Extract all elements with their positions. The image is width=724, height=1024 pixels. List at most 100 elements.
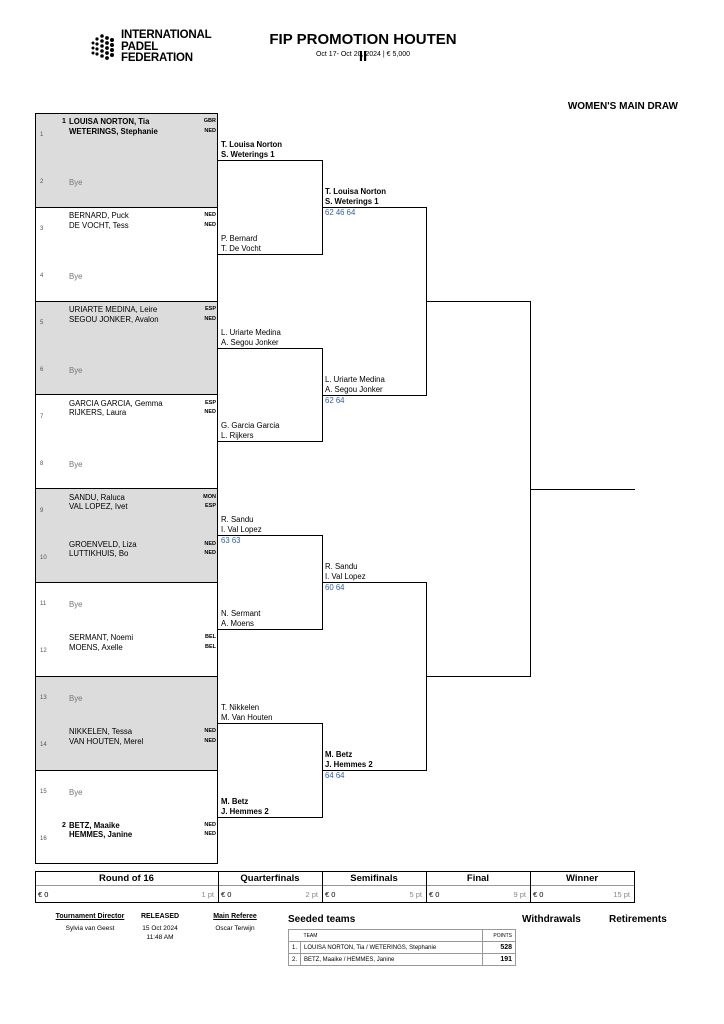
winner-name: I. Val Lopez <box>325 571 366 581</box>
player-name: DE VOCHT, Tess <box>69 220 129 230</box>
released-label: RELEASED <box>140 913 180 920</box>
draw-position: 13 <box>40 695 47 702</box>
nationality: NED <box>204 221 216 228</box>
player-name: BERNARD, Puck <box>69 211 129 221</box>
round-title: Round of 16 <box>99 873 154 884</box>
director-label: Tournament Director <box>55 913 125 920</box>
tournament-title: FIP PROMOTION HOUTEN II <box>269 31 457 65</box>
draw-position: 3 <box>40 226 44 233</box>
round-points: 1 pt <box>201 890 214 899</box>
winner-name: N. Sermant <box>221 609 261 618</box>
nationality: NED <box>204 737 216 744</box>
rounds-col-border <box>426 871 427 903</box>
winner-name: R. Sandu <box>221 515 254 524</box>
logo-mark-icon <box>91 34 114 60</box>
player-name: BETZ, Maaike <box>69 820 120 830</box>
nationality: NED <box>204 550 216 557</box>
bracket-line <box>218 441 322 442</box>
bracket-line <box>218 348 322 349</box>
match-score: 64 64 <box>325 771 345 780</box>
winner-name: G. Garcia Garcia <box>221 421 280 430</box>
winner-name: T. Louisa Norton <box>325 187 387 196</box>
nationality: NED <box>204 821 216 828</box>
winner-name: J. Hemmes 2 <box>221 806 269 816</box>
bracket-line <box>322 395 426 396</box>
draw-position: 8 <box>40 460 44 467</box>
round-title: Semifinals <box>350 873 398 884</box>
draw-position: 2 <box>40 179 44 186</box>
player-name: LOUISA NORTON, Tia <box>69 117 150 127</box>
round-prize: € 0 <box>325 890 336 899</box>
bracket-line <box>218 723 322 724</box>
winner-name: A. Segou Jonker <box>221 337 279 347</box>
winner-name: A. Segou Jonker <box>325 384 383 394</box>
seeded-team: BETZ, Maaike / HEMMES, Janine <box>300 953 483 966</box>
player-name: SEGOU JONKER, Avalon <box>69 314 159 324</box>
winner-name: T. Louisa Norton <box>221 140 283 149</box>
bracket-line <box>218 160 322 161</box>
player-name: GARCIA GARCIA, Gemma <box>69 398 163 408</box>
player-name: LUTTIKHUIS, Bo <box>69 549 129 559</box>
match-box <box>35 300 218 396</box>
withdrawals-heading: Withdrawals <box>522 914 581 925</box>
tournament-subtitle: Oct 17- Oct 20, 2024 | € 5,000 <box>315 51 411 58</box>
match-box <box>35 675 218 771</box>
seed-number: 2 <box>62 821 66 829</box>
draw-position: 9 <box>40 507 44 514</box>
referee-label: Main Referee <box>213 913 257 920</box>
seeded-row: 1. LOUISA NORTON, Tia / WETERINGS, Steph… <box>287 941 517 954</box>
player-name: RIJKERS, Laura <box>69 408 127 418</box>
bye-label: Bye <box>69 272 83 282</box>
draw-label: WOMEN'S MAIN DRAW <box>567 101 678 112</box>
bye-label: Bye <box>69 178 83 188</box>
draw-position: 5 <box>40 320 44 327</box>
bracket-line <box>218 629 322 630</box>
match-box <box>35 394 218 490</box>
rounds-col-border <box>530 871 531 903</box>
rounds-col-border <box>322 871 323 903</box>
winner-name: M. Van Houten <box>221 712 273 722</box>
seeded-num: 2. <box>287 953 302 966</box>
winner-name: T. Nikkelen <box>221 703 260 712</box>
draw-position: 16 <box>40 835 47 842</box>
player-name: VAN HOUTEN, Merel <box>69 736 144 746</box>
round-prize: € 0 <box>38 890 49 899</box>
winner-name: M. Betz <box>325 750 353 759</box>
bracket-line <box>218 535 322 536</box>
nationality: NED <box>204 540 216 547</box>
player-name: SANDU, Raluca <box>69 492 125 502</box>
released-time: 11:48 AM <box>146 934 174 941</box>
rounds-divider <box>35 885 634 886</box>
match-box <box>35 488 218 583</box>
player-name: SERMANT, Noemi <box>69 633 134 643</box>
match-score: 62 64 <box>325 396 345 405</box>
nationality: BEL <box>205 634 216 641</box>
nationality: GBR <box>203 118 216 125</box>
winner-name: T. De Vocht <box>221 243 261 253</box>
player-name: NIKKELEN, Tessa <box>69 727 133 737</box>
player-name: WETERINGS, Stephanie <box>69 126 158 136</box>
logo-line-2: PADEL <box>121 40 159 53</box>
seeded-num: 1. <box>287 941 302 954</box>
round-points: 15 pt <box>613 890 630 899</box>
bracket-line <box>322 770 426 771</box>
player-name: HEMMES, Janine <box>69 830 133 840</box>
draw-position: 10 <box>40 554 47 561</box>
nationality: NED <box>204 728 216 735</box>
bracket-line <box>322 582 426 583</box>
winner-name: L. Rijkers <box>221 430 254 440</box>
rounds-col-border <box>35 871 36 903</box>
draw-position: 6 <box>40 366 44 373</box>
rounds-col-border <box>634 871 635 903</box>
nationality: ESP <box>204 399 216 406</box>
winner-name: S. Weterings 1 <box>221 149 275 159</box>
retirements-heading: Retirements <box>609 914 667 925</box>
match-box <box>35 582 218 677</box>
director-name: Sylvia van Geest <box>65 925 115 932</box>
referee-name: Oscar Terwijn <box>215 925 255 932</box>
nationality: NED <box>204 212 216 219</box>
match-score: 60 64 <box>325 583 345 592</box>
nationality: MON <box>203 493 216 500</box>
round-title: Quarterfinals <box>240 873 300 884</box>
rounds-top-border <box>35 871 634 872</box>
